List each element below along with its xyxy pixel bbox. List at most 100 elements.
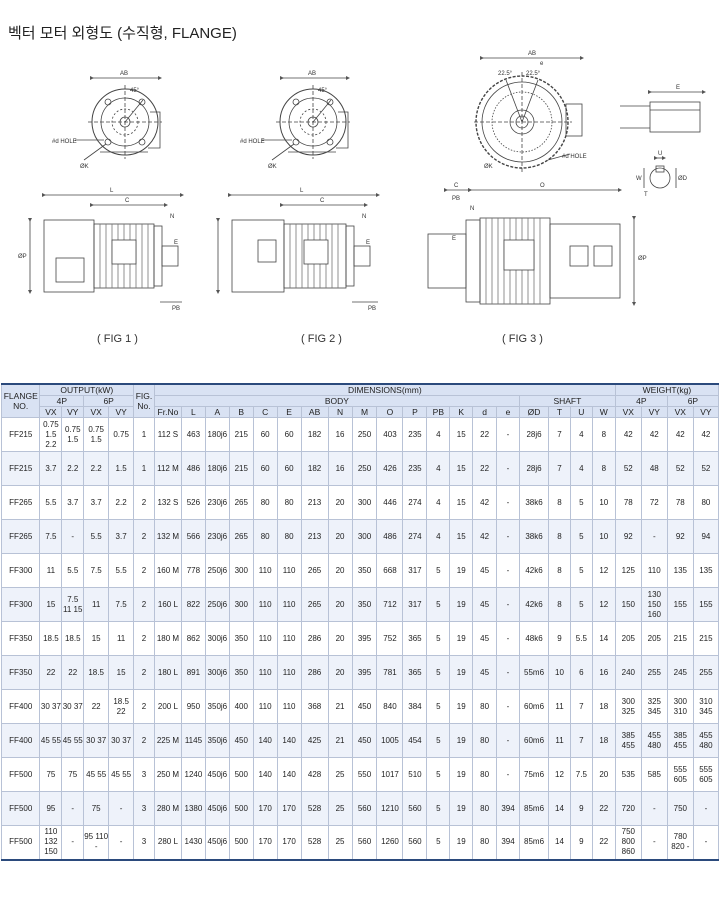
table-cell: 5.5 xyxy=(39,485,63,520)
table-cell: 140 xyxy=(276,723,302,758)
table-cell: 60m6 xyxy=(518,689,550,724)
table-cell: 463 xyxy=(180,417,206,452)
table-cell: 132 M xyxy=(153,519,182,554)
table-cell: 250 xyxy=(351,417,378,452)
table-cell: FF300 xyxy=(0,587,41,622)
th-body-n: N xyxy=(327,406,353,418)
table-cell: 750 xyxy=(666,791,694,826)
table-cell: 55m6 xyxy=(518,655,550,690)
table-cell: 140 xyxy=(252,757,278,792)
table-cell: 8 xyxy=(548,485,571,520)
table-cell: 80 xyxy=(252,485,278,520)
table-cell: 450 xyxy=(228,723,254,758)
table-cell: 14 xyxy=(548,791,571,826)
table-cell: 20 xyxy=(327,485,353,520)
table-cell: 5 xyxy=(426,825,451,861)
table-cell: 22 xyxy=(39,655,63,690)
table-cell: 325 345 xyxy=(640,689,668,724)
fig3-label-hole: #d HOLE xyxy=(562,154,587,160)
table-cell: 2 xyxy=(133,689,155,724)
table-cell: - xyxy=(496,519,520,554)
th-dimensions: DIMENSIONS(mm) xyxy=(153,383,616,396)
shaft-label-d: ØD xyxy=(678,176,688,182)
table-cell: - xyxy=(640,825,668,861)
table-cell: 180j6 xyxy=(204,451,230,486)
table-cell: 668 xyxy=(376,553,404,588)
th-body-p: P xyxy=(402,406,428,418)
fig3-label-eh: E xyxy=(452,236,456,242)
table-cell: 560 xyxy=(402,791,428,826)
table-cell: 160 L xyxy=(153,587,182,622)
shaft-label-u: U xyxy=(658,151,662,157)
table-cell: - xyxy=(108,825,135,861)
table-cell: 1430 xyxy=(180,825,206,861)
table-cell: 840 xyxy=(376,689,404,724)
table-cell: 19 xyxy=(449,825,474,861)
table-cell: 5 xyxy=(426,791,451,826)
table-cell: 60 xyxy=(252,451,278,486)
table-cell: 862 xyxy=(180,621,206,656)
table-cell: 38k6 xyxy=(518,519,550,554)
table-cell: 274 xyxy=(402,519,428,554)
table-cell: FF300 xyxy=(0,553,41,588)
table-cell: 215 xyxy=(228,417,254,452)
table-cell: 19 xyxy=(449,791,474,826)
table-cell: 95 xyxy=(39,791,63,826)
table-cell: 317 xyxy=(402,587,428,622)
th-weight-6p: 6P xyxy=(666,395,720,407)
table-cell: FF400 xyxy=(0,723,41,758)
table-cell: 9 xyxy=(569,825,593,861)
table-cell: 20 xyxy=(327,655,353,690)
table-cell: 891 xyxy=(180,655,206,690)
table-cell: 750 800 860 xyxy=(614,825,642,861)
table-cell: FF265 xyxy=(0,519,41,554)
table-cell: 15 xyxy=(449,451,474,486)
table-cell: 3 xyxy=(133,825,155,861)
table-cell: 1380 xyxy=(180,791,206,826)
table-cell: 19 xyxy=(449,757,474,792)
fig2-label-hole: #d HOLE xyxy=(240,139,265,145)
table-cell: 30 37 xyxy=(108,723,135,758)
table-cell: 280 M xyxy=(153,791,182,826)
table-cell: 85m6 xyxy=(518,825,550,861)
fig1-label-c: C xyxy=(125,198,130,204)
table-cell: 585 xyxy=(640,757,668,792)
th-out-6p-vx: VX xyxy=(83,406,110,418)
table-cell: 265 xyxy=(228,519,254,554)
table-cell: 38k6 xyxy=(518,485,550,520)
table-cell: 15 xyxy=(83,621,110,656)
table-cell: 16 xyxy=(327,451,353,486)
table-cell: 0.75 xyxy=(108,417,135,452)
table-cell: 385 455 xyxy=(666,723,694,758)
table-cell: 45 xyxy=(472,621,498,656)
table-cell: 5 xyxy=(426,587,451,622)
th-output-4p: 4P xyxy=(39,395,85,407)
table-cell: 560 xyxy=(402,825,428,861)
table-cell: 566 xyxy=(180,519,206,554)
table-cell: 446 xyxy=(376,485,404,520)
th-body-e-small: e xyxy=(496,406,520,418)
th-out-4p-vx: VX xyxy=(39,406,63,418)
table-cell: 8 xyxy=(591,451,616,486)
table-cell: 3.7 xyxy=(83,485,110,520)
fig1-end-view xyxy=(75,76,162,161)
table-cell: 0.75 1.5 xyxy=(61,417,85,452)
table-cell: 18.5 22 xyxy=(108,689,135,724)
table-cell: 350 xyxy=(228,621,254,656)
table-cell: 42k6 xyxy=(518,553,550,588)
table-cell: 28j6 xyxy=(518,451,550,486)
table-cell: 2.2 xyxy=(83,451,110,486)
th-wt-4p-vx: VX xyxy=(614,406,642,418)
table-cell: - xyxy=(61,519,85,554)
table-cell: 5.5 xyxy=(61,553,85,588)
table-cell: 300 325 xyxy=(614,689,642,724)
table-cell: 80 xyxy=(276,485,302,520)
table-cell: 132 S xyxy=(153,485,182,520)
table-cell: 1260 xyxy=(376,825,404,861)
table-cell: 80 xyxy=(472,689,498,724)
